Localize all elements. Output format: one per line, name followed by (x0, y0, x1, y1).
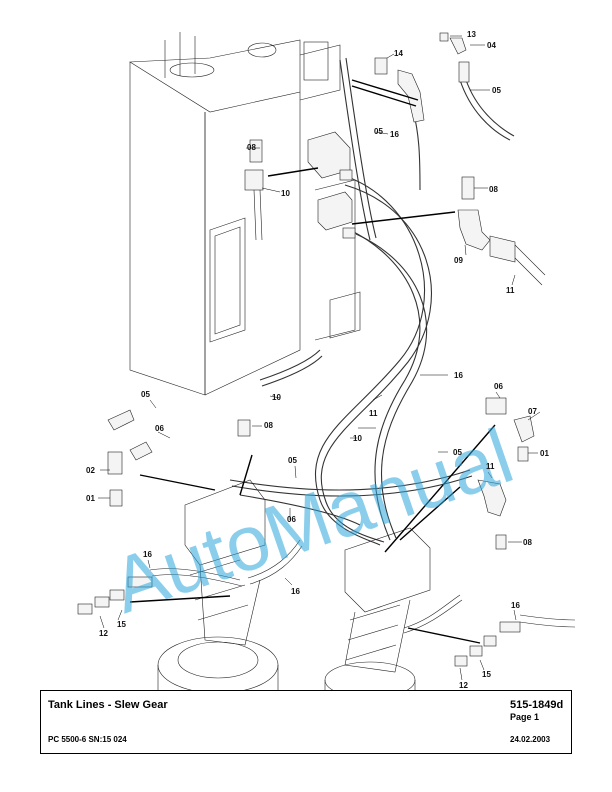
watermark-text: AutoManual (101, 411, 523, 630)
callout-05: 05 (492, 86, 501, 95)
callout-08: 08 (523, 538, 532, 547)
callout-16: 16 (143, 550, 152, 559)
callout-05: 05 (374, 127, 383, 136)
callout-16: 16 (291, 587, 300, 596)
callout-04: 04 (487, 41, 496, 50)
machine-serial: PC 5500-6 SN:15 024 (48, 735, 127, 744)
callout-06: 06 (287, 515, 296, 524)
callout-02: 02 (86, 466, 95, 475)
callout-11: 11 (506, 286, 515, 295)
callout-06: 06 (155, 424, 164, 433)
callout-05: 05 (288, 456, 297, 465)
callout-13: 13 (467, 30, 476, 39)
callout-ticks (98, 35, 541, 681)
drawing-title: Tank Lines - Slew Gear (48, 699, 168, 711)
callout-16: 16 (511, 601, 520, 610)
callout-01: 01 (540, 449, 549, 458)
page-number: Page 1 (510, 712, 540, 722)
bottom-fittings (77, 539, 576, 667)
callout-05: 05 (141, 390, 150, 399)
callout-08: 08 (264, 421, 273, 430)
callout-15: 15 (482, 670, 491, 679)
callout-10: 10 (353, 434, 362, 443)
valve-blocks (307, 131, 356, 239)
callout-10: 10 (272, 393, 281, 402)
callout-12: 12 (99, 629, 108, 638)
callout-labels: 13 04 14 05 05 16 08 10 08 09 11 16 05 1… (86, 30, 549, 690)
callout-16: 16 (454, 371, 463, 380)
slew-gear-left (157, 479, 279, 690)
callout-10: 10 (281, 189, 290, 198)
hose-bundle (229, 57, 515, 546)
callout-12: 12 (459, 681, 468, 690)
title-block: Tank Lines - Slew Gear PC 5500-6 SN:15 0… (40, 690, 572, 754)
callout-08: 08 (489, 185, 498, 194)
callout-01: 01 (86, 494, 95, 503)
document-number: 515-1849d (510, 699, 564, 711)
revision-date: 24.02.2003 (510, 735, 551, 744)
leader-lines (129, 79, 496, 644)
hydraulic-tank (129, 32, 361, 396)
slew-gear-right (324, 527, 431, 690)
callout-05: 05 (453, 448, 462, 457)
callout-07: 07 (528, 407, 537, 416)
callout-08: 08 (247, 143, 256, 152)
callout-16: 16 (390, 130, 399, 139)
exploded-parts-diagram: AutoManual 13 04 14 05 05 16 08 10 08 09… (77, 30, 576, 690)
callout-06: 06 (494, 382, 503, 391)
callout-15: 15 (117, 620, 126, 629)
callout-09: 09 (454, 256, 463, 265)
callout-14: 14 (394, 49, 403, 58)
fittings (107, 32, 546, 550)
callout-11: 11 (486, 462, 495, 471)
callout-11: 11 (369, 409, 378, 418)
